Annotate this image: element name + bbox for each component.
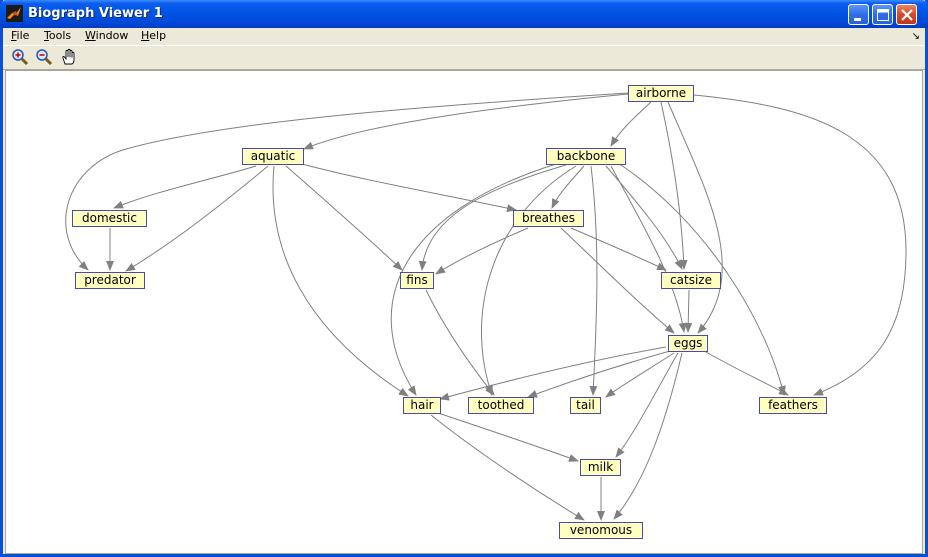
close-icon: [901, 9, 913, 21]
edge-eggs-milk: [615, 352, 679, 458]
edge-backbone-feathers: [617, 162, 786, 396]
node-milk[interactable]: milk: [580, 459, 621, 476]
zoom-in-icon: [12, 49, 29, 66]
close-button[interactable]: [896, 4, 917, 25]
menu-help[interactable]: Help: [141, 29, 166, 42]
edge-backbone-hair: [390, 163, 557, 396]
edge-airborne-predator: [65, 92, 629, 271]
edge-backbone-eggs: [610, 165, 687, 333]
edge-aquatic-predator: [125, 165, 269, 272]
edge-aquatic-domestic: [113, 165, 257, 209]
node-toothed[interactable]: toothed: [468, 397, 534, 414]
menu-window-mnemonic: W: [85, 29, 96, 42]
menu-help-label: elp: [149, 29, 167, 42]
title-bar[interactable]: Biograph Viewer 1: [0, 0, 928, 28]
menu-tools-mnemonic: T: [44, 29, 49, 42]
node-aquatic[interactable]: aquatic: [242, 148, 304, 165]
menu-tools-label: ools: [48, 29, 72, 42]
node-eggs[interactable]: eggs: [668, 335, 708, 352]
node-tail[interactable]: tail: [570, 397, 601, 414]
node-venomous[interactable]: venomous: [559, 522, 643, 539]
edge-airborne-feathers: [693, 94, 907, 396]
node-breathes[interactable]: breathes: [513, 210, 584, 227]
edge-breathes-eggs: [560, 227, 675, 334]
dock-arrow-icon[interactable]: ↘: [911, 31, 920, 42]
menu-help-mnemonic: H: [141, 29, 150, 42]
zoom-in-button[interactable]: [9, 47, 31, 67]
matlab-icon: [6, 5, 23, 22]
window-title: Biograph Viewer 1: [28, 6, 163, 21]
edge-airborne-aquatic: [303, 93, 629, 150]
menu-file-label: ile: [16, 29, 30, 42]
minimize-button[interactable]: [848, 4, 869, 25]
edge-eggs-hair: [439, 346, 667, 401]
menu-bar: File Tools Window Help ↘: [3, 28, 925, 45]
graph-canvas[interactable]: airborne aquatic backbone domestic breat…: [5, 70, 923, 554]
menu-tools[interactable]: Tools: [44, 29, 71, 42]
node-backbone[interactable]: backbone: [546, 148, 626, 165]
zoom-out-button[interactable]: [33, 47, 55, 67]
edge-catsize-eggs: [684, 289, 693, 333]
menu-window-label: indow: [95, 29, 129, 42]
zoom-out-icon: [36, 49, 53, 66]
edge-hair-milk: [437, 412, 579, 462]
edge-fins-toothed: [425, 289, 495, 396]
edge-breathes-fins: [435, 227, 529, 275]
edge-airborne-backbone: [610, 101, 652, 147]
graph-edges: [65, 92, 907, 521]
toolbar: [3, 45, 925, 70]
menu-file-mnemonic: F: [11, 29, 17, 42]
node-hair[interactable]: hair: [403, 397, 441, 414]
edge-aquatic-fins: [285, 165, 403, 271]
node-feathers[interactable]: feathers: [759, 397, 827, 414]
edge-airborne-eggs: [667, 101, 723, 334]
edge-airborne-catsize: [660, 101, 688, 270]
edge-eggs-venomous: [613, 352, 683, 520]
edge-eggs-feathers: [705, 351, 789, 396]
edge-backbone-toothed: [481, 165, 577, 396]
pan-hand-icon: [62, 48, 75, 65]
minimize-icon: [854, 18, 861, 21]
edge-eggs-toothed: [527, 350, 671, 398]
edge-backbone-tail: [589, 165, 598, 396]
menu-file[interactable]: File: [11, 29, 29, 42]
edge-backbone-fins: [418, 164, 567, 271]
node-predator[interactable]: predator: [75, 272, 145, 289]
edge-eggs-tail: [605, 352, 675, 398]
node-domestic[interactable]: domestic: [72, 210, 147, 227]
node-airborne[interactable]: airborne: [628, 85, 694, 102]
edge-backbone-breathes: [551, 165, 585, 209]
menu-window[interactable]: Window: [85, 29, 128, 42]
pan-button[interactable]: [59, 47, 81, 67]
node-fins[interactable]: fins: [400, 272, 434, 289]
edge-hair-venomous: [430, 414, 585, 521]
edge-breathes-catsize: [570, 227, 667, 271]
maximize-button[interactable]: [872, 4, 893, 25]
node-catsize[interactable]: catsize: [661, 272, 721, 289]
edge-backbone-catsize: [605, 165, 683, 270]
edge-aquatic-hair: [272, 165, 409, 397]
edge-aquatic-breathes: [301, 163, 517, 213]
maximize-icon: [877, 9, 889, 21]
